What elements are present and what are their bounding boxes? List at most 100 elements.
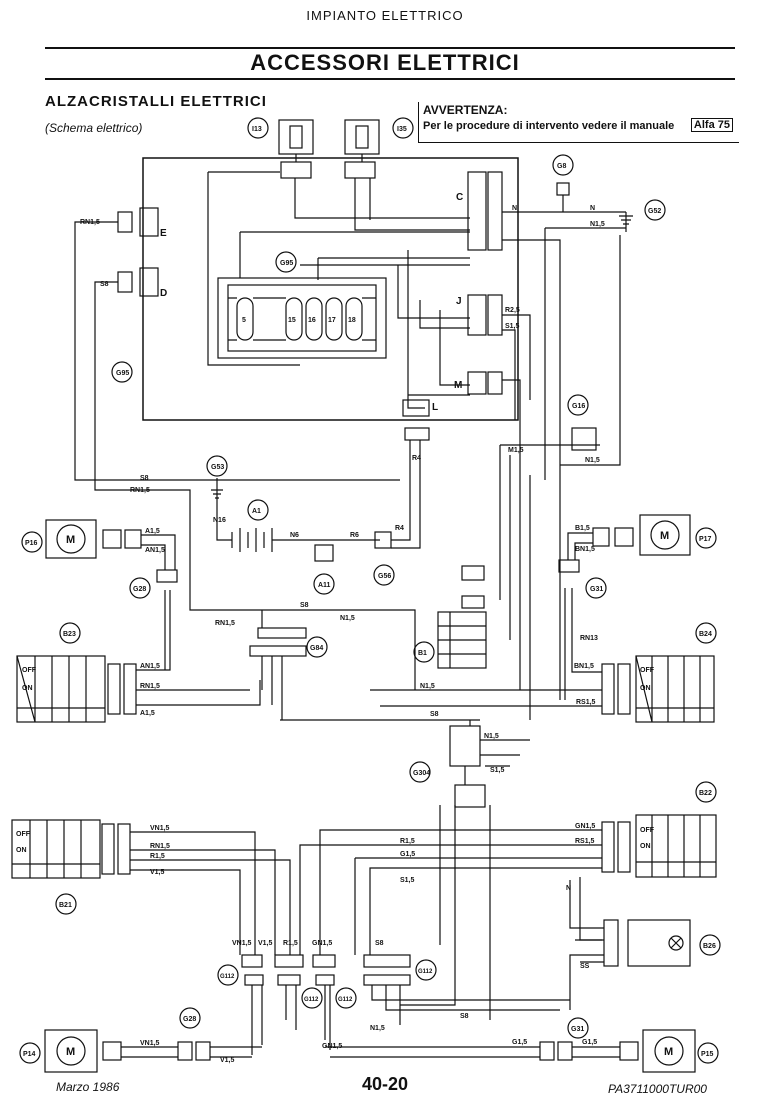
badge-g112-c (335, 987, 357, 1009)
conn-g31-lower (539, 1041, 555, 1061)
badge-a1 (247, 499, 269, 521)
conn-i13 (280, 161, 312, 179)
conn-b24 (617, 663, 631, 715)
switch-b1-grid (438, 612, 486, 668)
wire-label-v15-g112: V1,5 (258, 940, 273, 947)
badge-p16 (21, 531, 43, 553)
wire-label-r6: R6 (350, 532, 359, 539)
wire-label-a15-b23: A1,5 (140, 710, 155, 717)
label-conn-c: C (456, 192, 463, 203)
badge-p15 (697, 1042, 719, 1064)
title-rule-bottom (45, 78, 735, 80)
switch-b21 (11, 819, 101, 879)
conn-g112-b2 (277, 974, 301, 986)
conn-j-mate (487, 294, 503, 336)
wire-b23 (136, 590, 261, 706)
label-g16: G16 (572, 403, 585, 410)
conn-b23-mate (123, 663, 137, 715)
fuse-18 (345, 297, 363, 341)
wire-label-gn15-b22: GN1,5 (575, 823, 595, 830)
motor-p16-box (45, 519, 97, 559)
lamp-b26-x (670, 937, 682, 949)
conn-i35 (344, 161, 376, 179)
fuse-label-18: 18 (348, 317, 356, 324)
warning-box: AVVERTENZA: Per le procedure di interven… (418, 102, 739, 143)
badge-g53 (206, 455, 228, 477)
switch-b23 (16, 655, 106, 723)
ground-g53-symbol (211, 478, 232, 541)
switch-b22 (635, 814, 717, 878)
label-g31-lower: G31 (571, 1026, 584, 1033)
conn-g84-bottom (249, 645, 307, 657)
conn-b1-upper (461, 565, 485, 581)
wire-label-n15-g52: N1,5 (590, 221, 605, 228)
label-b23: B23 (63, 631, 76, 638)
conn-g28-lower-mate (195, 1041, 211, 1061)
wire-label-n15-g304: N1,5 (484, 733, 499, 740)
fuse-label-15: 15 (288, 317, 296, 324)
motor-p17-m: M (660, 530, 669, 542)
wire-label-s15: S1,5 (505, 323, 520, 330)
conn-g31-lower-mate (557, 1041, 573, 1061)
conn-g112-d (363, 954, 411, 968)
wire-label-rn15-b23: RN1,5 (140, 683, 160, 690)
label-conn-l: L (432, 402, 438, 413)
wire-label-n-b26: N (566, 885, 571, 892)
badge-g84 (306, 636, 328, 658)
footer-page-number: 40-20 (361, 1074, 409, 1094)
conn-b21-mate (117, 823, 131, 875)
wire-label-n16: N16 (213, 517, 226, 524)
conn-c (467, 171, 487, 251)
wire-label-s8-g304: S8 (430, 711, 439, 718)
badge-g56 (373, 564, 395, 586)
wire-label-rn13: RN13 (580, 635, 598, 642)
wire-label-g15-b22: G1,5 (400, 851, 415, 858)
switch-b23-grid (16, 655, 105, 723)
wire-bundle-right (499, 235, 621, 720)
badge-g52 (644, 199, 666, 221)
conn-b24-mate (601, 663, 615, 715)
conn-d (139, 267, 159, 297)
fuse-a11 (314, 544, 334, 562)
badge-g8 (552, 154, 574, 176)
label-a1: A1 (252, 508, 261, 515)
wire-label-a15-p16: A1,5 (145, 528, 160, 535)
fuse-16 (305, 297, 323, 341)
badge-g16 (567, 394, 589, 416)
conn-c-mate (487, 171, 503, 251)
label-b1: B1 (418, 650, 427, 657)
switch-b22-grid (636, 815, 716, 877)
fuse-label-5: 5 (242, 317, 246, 324)
conn-g112-a2 (244, 974, 264, 986)
diagram-subtitle: ALZACRISTALLI ELETTRICI (45, 93, 267, 110)
wire-label-ss-b26: SS (580, 963, 590, 970)
conn-g112-c2 (315, 974, 335, 986)
wire-label-s15-b22: S1,5 (400, 877, 415, 884)
b23-on: ON (22, 685, 33, 692)
wire-label-b15-p17: B1,5 (575, 525, 590, 532)
label-p16: P16 (25, 540, 38, 547)
conn-b22 (617, 821, 631, 873)
label-p15: P15 (701, 1051, 714, 1058)
label-p14: P14 (23, 1051, 36, 1058)
conn-e (139, 207, 159, 237)
badge-g95-top (275, 251, 297, 273)
wire-label-r15-b21: R1,5 (150, 853, 165, 860)
wire-label-gn15-p15: GN1,5 (322, 1043, 342, 1050)
fuse-box (217, 277, 387, 359)
label-g31-upper: G31 (590, 586, 603, 593)
wire-to-g52 (502, 195, 626, 480)
fuse-5 (236, 297, 254, 341)
conn-m-mate (487, 371, 503, 395)
battery-a1 (231, 528, 380, 552)
wire-label-r15-b22: R1,5 (400, 838, 415, 845)
conn-p16-mate (124, 529, 142, 549)
label-conn-d: D (160, 288, 167, 299)
conn-b23 (107, 663, 121, 715)
wire-label-n15-g16: N1,5 (585, 457, 600, 464)
b21-off: OFF (16, 831, 31, 838)
wire-label-rs15-b24: RS1,5 (576, 699, 596, 706)
relay-g16 (571, 427, 597, 451)
wire-label-n6: N6 (290, 532, 299, 539)
section-header: IMPIANTO ELETTRICO (306, 8, 464, 23)
